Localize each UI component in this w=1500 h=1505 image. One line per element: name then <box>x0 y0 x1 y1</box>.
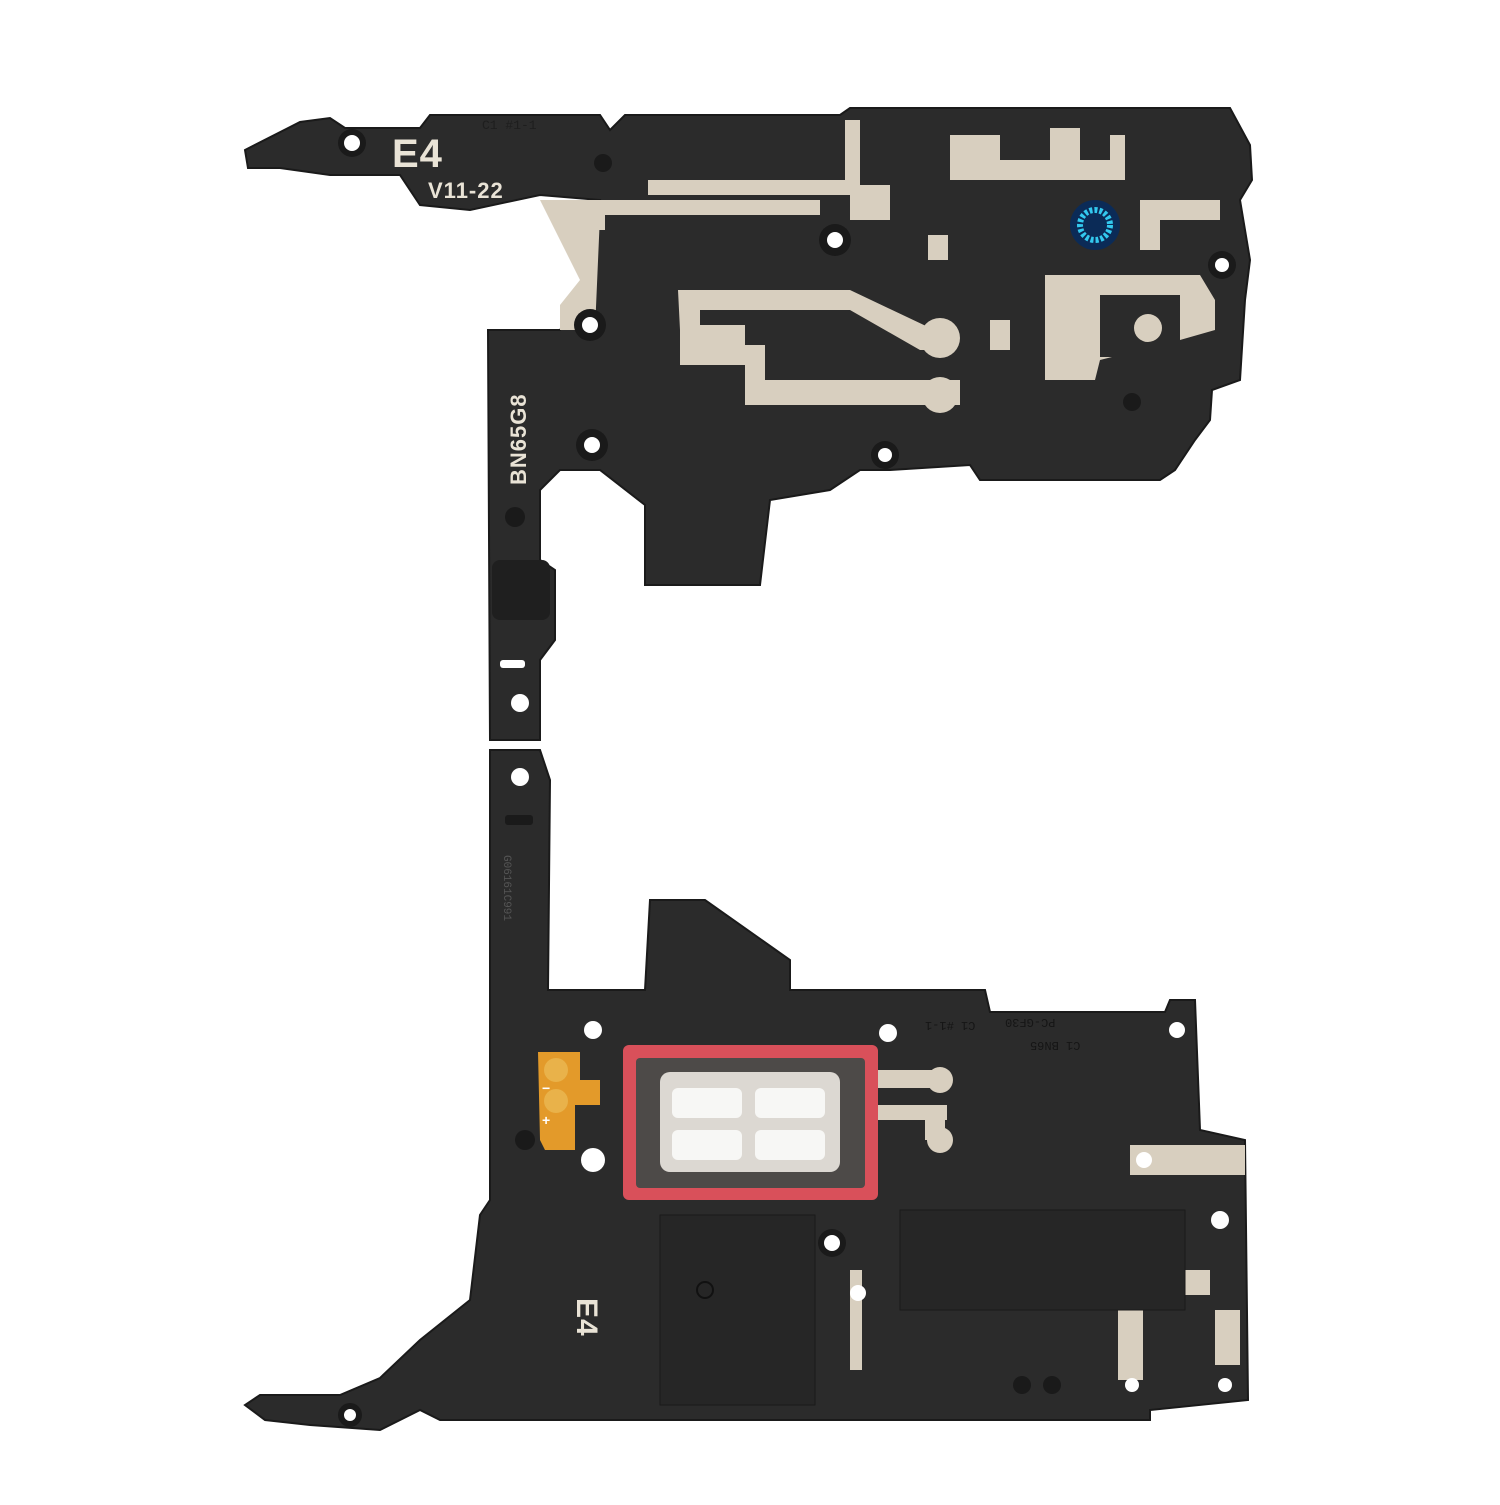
flex-plus-sign: + <box>542 1112 552 1128</box>
antenna-traces-bottom <box>850 1067 1245 1380</box>
side-code-label: BN65G8 <box>506 393 531 485</box>
bottom-model-label: E4 <box>570 1298 603 1337</box>
top-small-marking: C1 #1-1 <box>482 118 537 133</box>
bottom-small-marking-2: PC-GF30 <box>1005 1015 1056 1029</box>
speaker-grille <box>623 1045 878 1200</box>
top-frame <box>243 107 1254 741</box>
side-small-marking: G06161C991 <box>500 855 512 922</box>
screw-holes-bottom <box>338 768 1232 1427</box>
foam-pad <box>492 560 550 620</box>
flex-minus-sign: − <box>542 1080 552 1096</box>
top-model-label: E4 <box>392 132 443 176</box>
bottom-frame <box>243 749 1250 1432</box>
bottom-small-marking-3: C1 BN65 <box>1030 1038 1081 1052</box>
screw-holes-top <box>338 129 1236 712</box>
bottom-small-marking-1: C1 #1-1 <box>925 1018 976 1032</box>
flex-contact <box>538 1052 600 1150</box>
top-version-label: V11-22 <box>428 178 504 203</box>
sensor-lens <box>1070 200 1120 250</box>
